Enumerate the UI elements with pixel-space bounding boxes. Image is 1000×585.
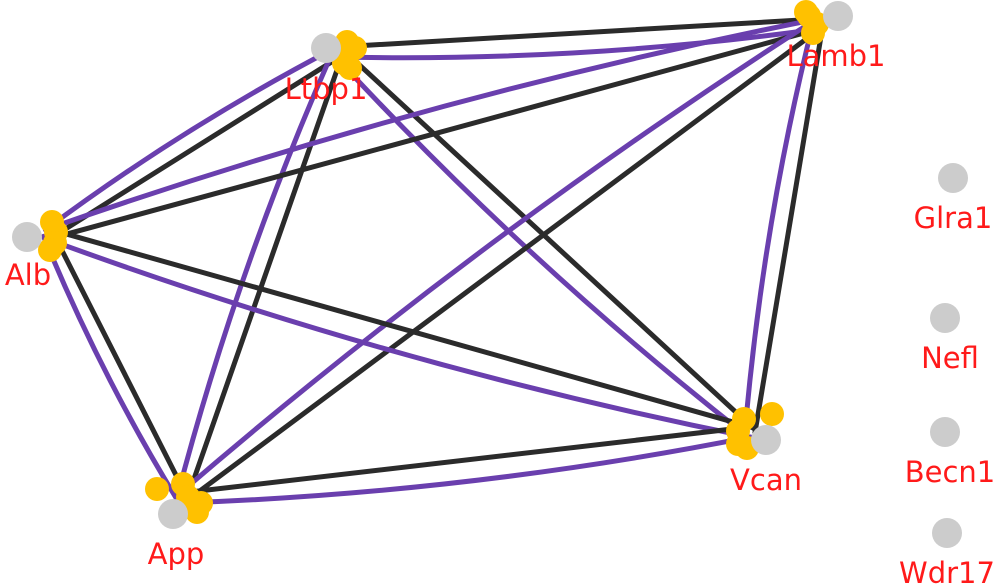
edge-line-purple (44, 16, 820, 232)
node-circle[interactable] (158, 499, 188, 529)
edge-ltbp1-lamb1 (335, 16, 821, 61)
node-glra1[interactable]: Glra1 (914, 163, 993, 235)
edge-line-purple (335, 26, 821, 61)
node-decorator-dot (38, 238, 62, 262)
edge-line-dark (46, 26, 822, 242)
node-label: App (148, 537, 205, 571)
node-vcan[interactable]: Vcan (726, 402, 802, 497)
edge-line-dark (48, 53, 344, 241)
edge-ltbp1-app (174, 47, 346, 503)
node-label: Alb (5, 258, 51, 292)
edge-line-purple (180, 434, 754, 506)
node-nefl[interactable]: Nefl (921, 303, 979, 375)
edge-line-purple (41, 233, 181, 503)
node-circle[interactable] (930, 303, 960, 333)
node-decorator-dot (338, 56, 362, 80)
node-app[interactable]: App (145, 472, 213, 571)
node-label: Wdr17 (899, 556, 995, 585)
node-lamb1[interactable]: Lamb1 (786, 0, 886, 73)
edge-ltbp1-vcan (332, 45, 756, 439)
edge-line-dark (49, 229, 189, 499)
edge-line-dark (182, 25, 824, 505)
edge-line-dark (184, 51, 346, 503)
edge-line-dark (46, 226, 754, 430)
node-alb[interactable]: Alb (5, 210, 68, 292)
node-label: Nefl (921, 341, 979, 375)
node-circle[interactable] (311, 33, 341, 63)
edge-line-purple (174, 47, 336, 499)
node-circle[interactable] (823, 1, 853, 31)
edge-line-purple (42, 45, 338, 233)
edge-alb-app (41, 229, 189, 503)
edge-line-purple (332, 53, 750, 439)
node-circle[interactable] (930, 417, 960, 447)
edge-lamb1-alb (44, 16, 822, 242)
edge-app-vcan (178, 424, 754, 506)
edge-line-purple (742, 20, 816, 434)
edge-line-dark (178, 424, 752, 496)
edge-line-purple (44, 236, 752, 440)
node-circle[interactable] (751, 425, 781, 455)
edge-lamb1-app (176, 17, 824, 505)
node-circle[interactable] (932, 518, 962, 548)
edges-layer (41, 16, 826, 506)
node-circle[interactable] (938, 163, 968, 193)
node-circle[interactable] (12, 222, 42, 252)
node-decorator-dot (794, 0, 818, 24)
node-decorator-dot (145, 477, 169, 501)
node-ltbp1[interactable]: Ltbp1 (285, 30, 368, 106)
edge-line-dark (338, 45, 756, 431)
edge-alb-vcan (44, 226, 754, 440)
node-label: Glra1 (914, 201, 993, 235)
edge-lamb1-vcan (742, 20, 826, 436)
node-decorator-dot (185, 500, 209, 524)
node-decorator-dot (760, 402, 784, 426)
node-decorator-dot (801, 21, 825, 45)
node-label: Vcan (730, 463, 802, 497)
node-becn1[interactable]: Becn1 (905, 417, 996, 489)
node-wdr17[interactable]: Wdr17 (899, 518, 995, 585)
node-label: Ltbp1 (285, 72, 368, 106)
edge-line-dark (335, 16, 821, 50)
node-label: Lamb1 (786, 39, 885, 73)
edge-line-dark (752, 22, 826, 436)
edge-line-purple (176, 17, 818, 497)
edge-ltbp1-alb (42, 45, 344, 241)
node-label: Becn1 (905, 455, 996, 489)
